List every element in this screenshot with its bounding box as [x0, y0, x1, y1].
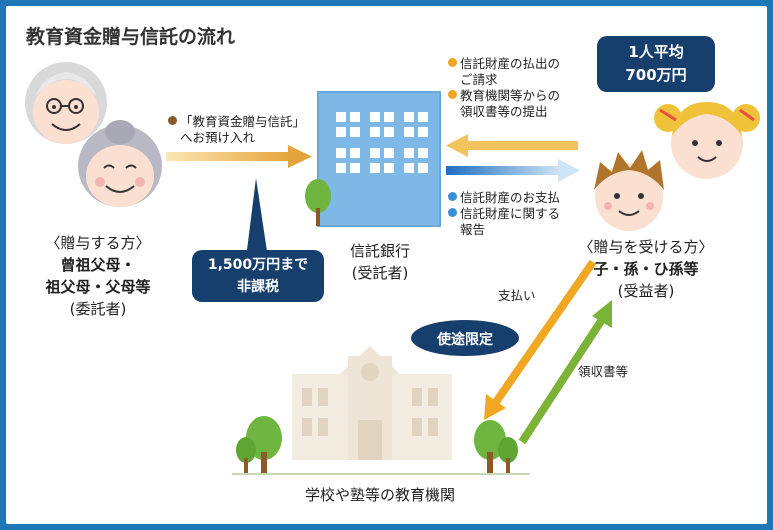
request-item2-line2: 領収書等の提出 — [460, 104, 548, 119]
payment-arrow — [484, 259, 597, 420]
average-label: 1人平均 — [628, 43, 684, 61]
giver-name-line2: 祖父母・父母等 — [45, 278, 151, 296]
deposit-line2: へお預け入れ — [180, 130, 256, 145]
grandfather-icon — [25, 62, 107, 144]
report-arrow — [446, 159, 580, 182]
report-item1: 信託財産のお支払 — [460, 190, 561, 205]
tax-free-badge-bg — [192, 250, 324, 302]
girl-icon — [654, 102, 760, 179]
page-title: 教育資金贈与信託の流れ — [26, 26, 236, 48]
tax-free-pointer — [246, 178, 268, 258]
blue-bullet-icon — [448, 192, 457, 201]
grandmother-icon — [78, 120, 162, 207]
reports-label: 信託財産のお支払 信託財産に関する 報告 — [448, 190, 560, 238]
tax-free-limit: 1,500万円まで — [207, 257, 309, 273]
usage-limited-badge-bg — [411, 320, 519, 356]
bank-name: 信託銀行 — [349, 242, 410, 260]
tax-free-badge: 1,500万円まで 非課税 — [192, 254, 324, 298]
bank-building-icon — [305, 91, 441, 227]
receiver-name: 子・孫・ひ孫等 — [593, 260, 699, 278]
request-arrow — [446, 134, 578, 157]
orange-bullet-icon — [448, 90, 457, 99]
request-item1-line1: 信託財産の払出の — [460, 56, 561, 71]
receipt-label: 領収書等 — [578, 364, 629, 379]
requests-label: 信託財産の払出の ご請求 教育機関等からの 領収書等の提出 — [448, 56, 560, 120]
receiver-legal-role: (受益者) — [617, 282, 675, 300]
report-item2-line2: 報告 — [460, 222, 486, 237]
tree-icon — [236, 416, 282, 474]
tax-free-label: 非課税 — [237, 279, 279, 295]
payment-label: 支払い — [498, 288, 536, 303]
usage-limited-badge: 使途限定 — [437, 332, 493, 348]
bank-label: 信託銀行 (受託者) — [320, 240, 440, 284]
average-badge-bg — [597, 36, 715, 92]
giver-legal-role: (委託者) — [69, 300, 127, 318]
bank-role: (受託者) — [351, 264, 409, 282]
boy-icon — [594, 150, 664, 231]
orange-bullet-icon — [448, 58, 457, 67]
giver-label: 〈贈与する方〉 曾祖父母・ 祖父母・父母等 (委託者) — [18, 232, 178, 320]
blue-bullet-icon — [448, 208, 457, 217]
request-item2-line1: 教育機関等からの — [460, 88, 561, 103]
deposit-line1: 「教育資金贈与信託」 — [180, 114, 306, 129]
school-building-icon — [292, 346, 452, 460]
brown-bullet-icon — [168, 116, 177, 125]
giver-role: 〈贈与する方〉 — [45, 234, 151, 252]
deposit-arrow — [166, 145, 312, 168]
receiver-role: 〈贈与を受ける方〉 — [578, 238, 714, 256]
receiver-label: 〈贈与を受ける方〉 子・孫・ひ孫等 (受益者) — [566, 236, 726, 302]
school-label: 学校や塾等の教育機関 — [304, 486, 455, 504]
deposit-label: 「教育資金贈与信託」 へお預け入れ — [168, 114, 305, 146]
average-badge: 1人平均 700万円 — [597, 41, 715, 87]
request-item1-line2: ご請求 — [460, 72, 498, 87]
giver-name-line1: 曾祖父母・ — [60, 256, 136, 274]
receipt-arrow — [518, 300, 612, 445]
tree-icon — [474, 420, 518, 474]
report-item2-line1: 信託財産に関する — [460, 206, 561, 221]
average-amount: 700万円 — [625, 66, 687, 84]
